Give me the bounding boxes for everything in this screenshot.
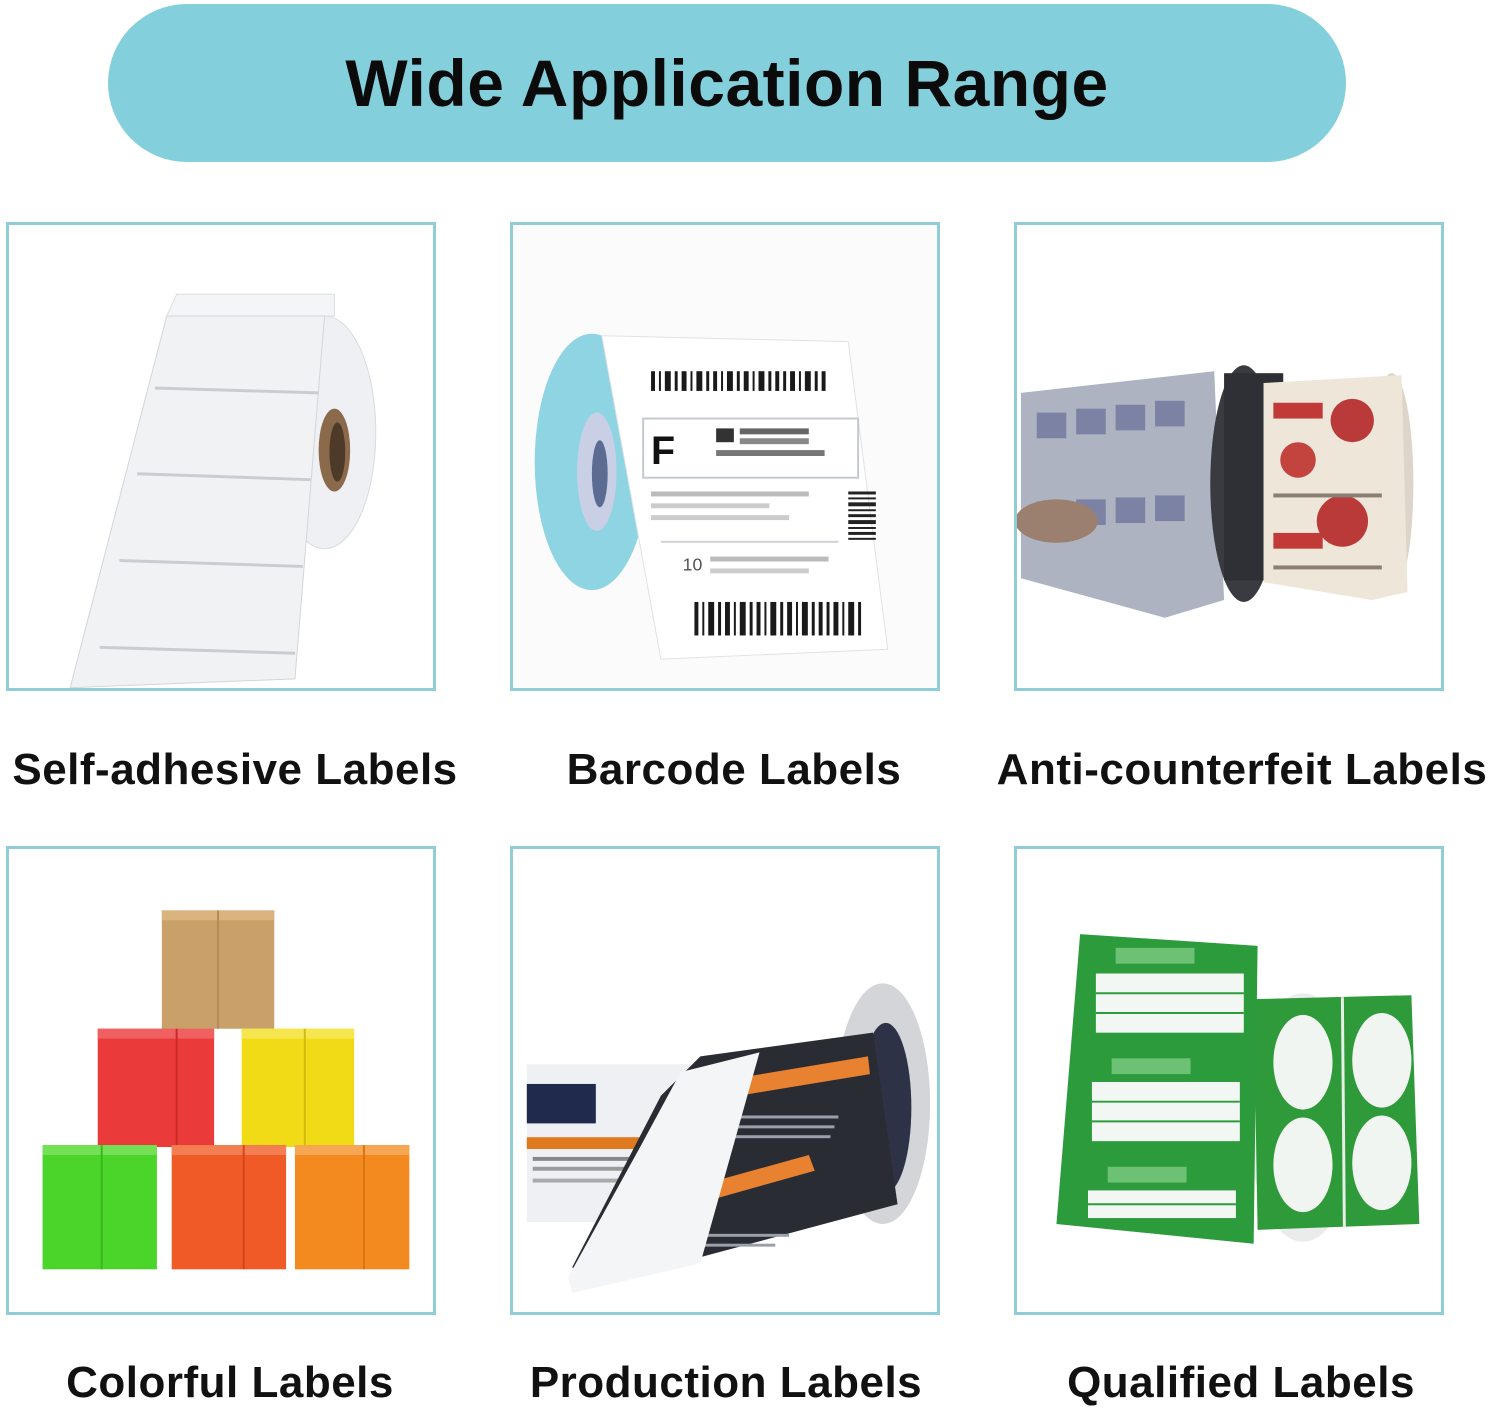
product-card-colorful[interactable] bbox=[6, 846, 436, 1315]
product-card-barcode[interactable]: F 10 bbox=[510, 222, 940, 691]
product-card-anti-counterfeit[interactable] bbox=[1014, 222, 1444, 691]
self-adhesive-roll-image bbox=[9, 225, 433, 688]
title-banner: Wide Application Range bbox=[108, 4, 1346, 162]
qualified-roll-image bbox=[1017, 849, 1441, 1312]
barcode-letter: F bbox=[651, 429, 675, 473]
caption-self-adhesive: Self-adhesive Labels bbox=[12, 745, 458, 794]
barcode-small-text: 10 bbox=[683, 554, 703, 574]
page-title: Wide Application Range bbox=[345, 46, 1109, 120]
product-card-qualified[interactable] bbox=[1014, 846, 1444, 1315]
barcode-roll-image: F 10 bbox=[513, 225, 937, 688]
caption-anti-counterfeit: Anti-counterfeit Labels bbox=[996, 745, 1488, 794]
product-card-production[interactable] bbox=[510, 846, 940, 1315]
production-roll-image bbox=[513, 849, 937, 1312]
anti-counterfeit-roll-image bbox=[1017, 225, 1441, 688]
caption-colorful: Colorful Labels bbox=[66, 1358, 394, 1407]
caption-qualified: Qualified Labels bbox=[1067, 1358, 1415, 1407]
product-card-self-adhesive[interactable] bbox=[6, 222, 436, 691]
colorful-rolls-image bbox=[9, 849, 433, 1312]
caption-barcode: Barcode Labels bbox=[566, 745, 902, 794]
caption-production: Production Labels bbox=[529, 1358, 923, 1407]
